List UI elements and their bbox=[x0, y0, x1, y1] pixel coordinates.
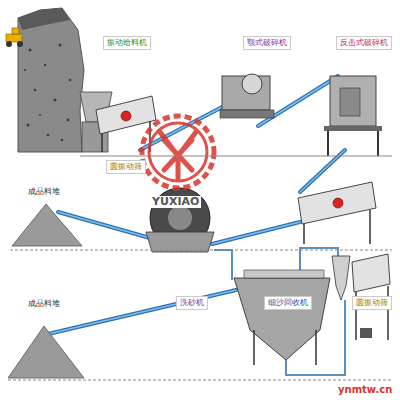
machine-label-box: 洗砂机 bbox=[176, 296, 208, 310]
fine-sand-recycler bbox=[234, 270, 330, 365]
logo-text: YUXIAO bbox=[150, 196, 201, 208]
impact-crusher bbox=[324, 76, 382, 156]
stockpile bbox=[8, 326, 84, 378]
watermark: ynmtw.cn bbox=[336, 384, 394, 395]
stockpile-label: 成品料堆 bbox=[26, 300, 62, 309]
machine-name: 洗砂机 bbox=[180, 298, 204, 308]
cyclone bbox=[332, 256, 350, 300]
vibrating-screen bbox=[96, 96, 156, 152]
machine-name: 振动给料机 bbox=[107, 38, 147, 48]
stockpile bbox=[12, 204, 82, 246]
machine-label-box: 反击式破碎机 bbox=[336, 36, 392, 50]
company-logo bbox=[142, 116, 214, 188]
cliff-top bbox=[18, 8, 70, 30]
machine-name: 反击式破碎机 bbox=[340, 38, 388, 48]
jaw-crusher bbox=[220, 74, 274, 118]
vibrating-screen bbox=[298, 182, 376, 244]
loader bbox=[6, 28, 23, 47]
machine-label-box: 细沙回收机 bbox=[264, 296, 312, 310]
machine-name: 细沙回收机 bbox=[268, 298, 308, 308]
machine-name: 颚式破碎机 bbox=[247, 38, 287, 48]
sand-washer bbox=[146, 188, 214, 252]
quarry-cliff bbox=[18, 8, 84, 152]
stockpile-label: 成品料堆 bbox=[26, 188, 62, 197]
machine-label-box: 圆振动筛 bbox=[352, 296, 392, 310]
rock-dots bbox=[24, 44, 71, 142]
machine-name: 圆振动筛 bbox=[356, 298, 388, 308]
machine-label-box: 振动给料机 bbox=[103, 36, 151, 50]
pipes bbox=[214, 248, 345, 375]
machine-label-box: 圆振动筛 bbox=[106, 160, 146, 174]
machine-name: 圆振动筛 bbox=[110, 162, 142, 172]
ground-lines bbox=[8, 156, 392, 380]
machine-label-box: 颚式破碎机 bbox=[243, 36, 291, 50]
